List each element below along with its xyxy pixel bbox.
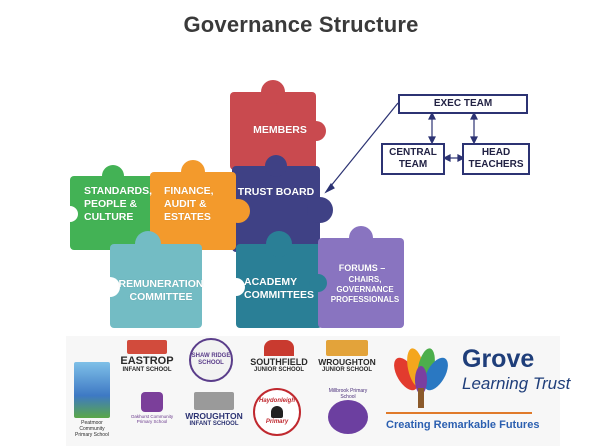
page-title: Governance Structure: [183, 12, 419, 37]
village-icon: [326, 340, 368, 356]
grove-name: Grove: [462, 345, 535, 373]
school-logo-peatmoor: Peatmoor Community Primary School: [70, 362, 114, 438]
grove-divider: [386, 412, 532, 414]
standards-label: STANDARDS, PEOPLE & CULTURE: [84, 185, 153, 223]
school-logo-millbrook: Millbrook Primary School: [322, 388, 374, 436]
grove-subtitle: Learning Trust: [462, 374, 571, 393]
school-logos-strip: [66, 336, 560, 446]
school-logo-wroughton-infant: WROUGHTON INFANT SCHOOL: [184, 392, 244, 428]
school-building-icon: [127, 340, 167, 354]
academy-label: ACADEMY COMMITTEES: [244, 276, 314, 301]
heron-icon: [74, 362, 110, 418]
members-piece: [230, 80, 326, 170]
forums-sub-label: CHAIRS, GOVERNANCE PROFESSIONALS: [330, 275, 400, 304]
school-logo-oakhurst: Oakhurst Community Primary School: [124, 392, 180, 424]
building-icon: [194, 392, 234, 410]
cat-emblem-icon: Haydonleigh Primary: [253, 388, 301, 436]
exec-team-box: EXEC TEAM: [398, 94, 528, 114]
org-connectors: [324, 102, 478, 194]
circle-emblem-icon: SHAW RIDGE SCHOOL: [189, 338, 233, 382]
remuneration-piece: [100, 231, 202, 328]
standards-piece: [62, 165, 156, 250]
forums-label: FORUMS –: [338, 263, 386, 273]
grove-tagline: Creating Remarkable Futures: [386, 419, 540, 431]
water-wheel-icon: [328, 400, 368, 434]
trust-board-label: TRUST BOARD: [237, 186, 315, 198]
school-logo-shaw-ridge: SHAW RIDGE SCHOOL: [188, 338, 234, 384]
finance-piece: [150, 160, 250, 250]
tree-logo-icon: [394, 348, 448, 408]
school-house-icon: [264, 340, 294, 356]
academy-piece: [227, 231, 322, 328]
forums-piece: [309, 226, 404, 328]
finance-label: FINANCE, AUDIT & ESTATES: [164, 185, 214, 223]
school-logo-southfield: SOUTHFIELD JUNIOR SCHOOL: [250, 340, 308, 374]
crest-icon: [141, 392, 163, 412]
remuneration-label: REMUNERATION COMMITTEE: [118, 278, 204, 303]
school-logo-haydonleigh: Haydonleigh Primary: [252, 388, 302, 438]
central-team-box: CENTRAL TEAM: [381, 143, 445, 175]
members-label: MEMBERS: [253, 124, 307, 136]
trust-board-piece: [232, 155, 333, 252]
school-logo-wroughton-junior: WROUGHTON JUNIOR SCHOOL: [318, 340, 376, 374]
school-logo-eastrop: EASTROP INFANT SCHOOL: [118, 340, 176, 374]
head-teachers-box: HEAD TEACHERS: [462, 143, 530, 175]
